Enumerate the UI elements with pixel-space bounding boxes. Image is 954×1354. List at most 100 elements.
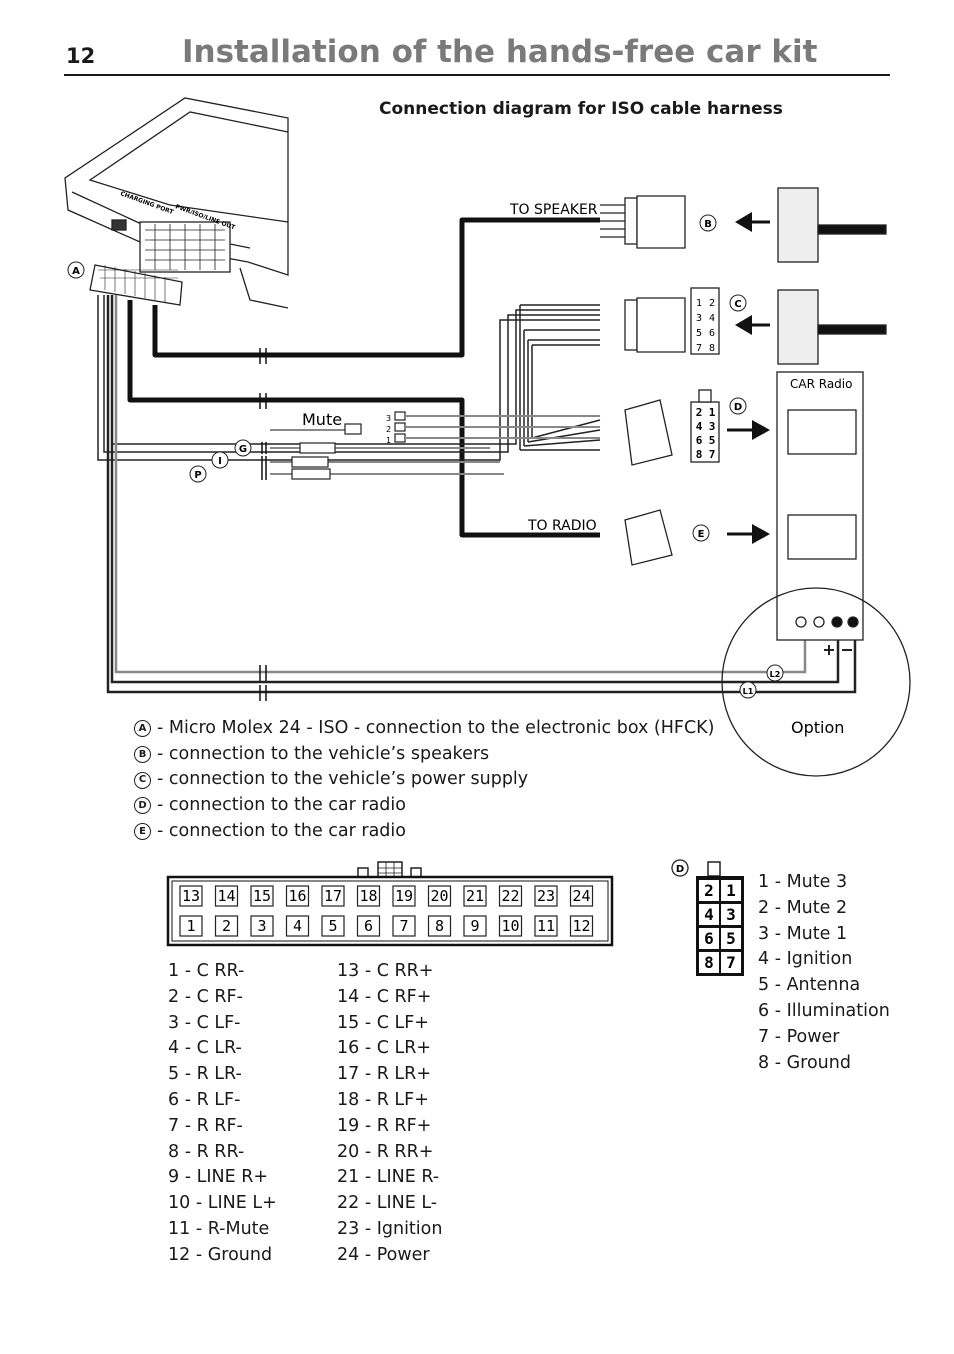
molex-pin-description: 7 - R RF- (168, 1115, 243, 1136)
marker-e: E (698, 529, 705, 540)
molex-pin-number: 6 (364, 917, 373, 935)
molex-pin-cell (179, 885, 203, 907)
molex-pin-number: 3 (257, 917, 266, 935)
iso-d-pin-cell (699, 904, 719, 925)
molex-pin-cell (427, 885, 452, 907)
molex-pin-cell (179, 915, 203, 937)
iso-d-pin-description: 5 - Antenna (758, 975, 861, 996)
legend-text: - connection to the vehicle’s power supp… (157, 769, 529, 790)
molex-pin-cell (321, 915, 345, 937)
marker-c: C (734, 299, 741, 310)
iso-d-pin-number: 6 (704, 929, 714, 948)
connector-c-pins: 1 2 3 4 5 6 7 8 (696, 298, 715, 354)
diagram-title: Connection diagram for ISO cable harness (379, 99, 783, 119)
molex-pin-number: 5 (328, 917, 337, 935)
molex-pin-number: 18 (359, 887, 377, 905)
iso-d-pin-cell (721, 880, 741, 901)
molex-pin-cell (463, 885, 487, 907)
molex-pin-number: 11 (537, 917, 555, 935)
molex-pin-cell (250, 885, 274, 907)
c-pin: 4 (709, 313, 715, 324)
d-pin: 4 (696, 420, 703, 433)
option-wire-l2 (114, 295, 807, 674)
molex-pin-description: 1 - C RR- (168, 961, 245, 981)
molex-pin-cell (285, 885, 310, 907)
iso-d-pin-number: 7 (726, 953, 736, 972)
molex-pin-description: 6 - R LF- (168, 1089, 241, 1110)
page-title: Installation of the hands-free car kit (182, 34, 818, 70)
iso-connector-e-plug (624, 509, 673, 566)
molex-pin-cell (427, 915, 452, 937)
iso-d-pin-description: 2 - Mute 2 (758, 897, 848, 918)
molex-pin-cell (534, 915, 558, 937)
molex-pin-cell (285, 915, 310, 937)
molex-pin-number: 9 (470, 917, 479, 935)
d-pin: 1 (709, 406, 716, 419)
marker-b: B (704, 219, 712, 230)
marker-l2: L2 (770, 670, 781, 679)
marker-d: D (734, 402, 742, 413)
molex-pin-description: 15 - C LF+ (337, 1012, 429, 1033)
legend-item-d: D - connection to the car radio (134, 793, 714, 819)
molex-pin-description: 4 - C LR- (168, 1038, 242, 1059)
mute-connector (270, 411, 600, 443)
molex-pin-description: 11 - R-Mute (168, 1218, 270, 1239)
wiring-diagram: CHARGING PORT PWR/ISO/LINE OUT Mute 3 2 … (64, 97, 911, 777)
c-pin: 2 (709, 298, 715, 309)
d-pin: 2 (696, 406, 703, 419)
iso-d-pin-cell (721, 952, 741, 973)
option-label: Option (791, 718, 844, 737)
molex-pin-cell (498, 915, 523, 937)
molex-pin-description: 3 - C LF- (168, 1012, 241, 1033)
molex-pin-description: 14 - C RF+ (337, 986, 432, 1007)
molex-pin-number: 2 (222, 917, 231, 935)
molex-pin-description: 20 - R RR+ (337, 1141, 434, 1162)
molex-pin-number: 24 (572, 887, 590, 905)
legend-marker-b: B (134, 746, 151, 764)
molex-pin-number: 13 (182, 887, 200, 905)
iso-d-pin-number: 1 (726, 881, 736, 900)
molex-pin-cell (498, 885, 523, 907)
molex-pin-cell (356, 885, 381, 907)
molex-pin-description: 12 - Ground (168, 1244, 273, 1265)
legend-item-b: B - connection to the vehicle’s speakers (134, 742, 714, 768)
molex-pin-description: 13 - C RR+ (337, 961, 434, 981)
molex-pin-description: 24 - Power (337, 1244, 430, 1265)
option-terminals (795, 616, 859, 655)
mute-pin-1: 1 (386, 436, 391, 445)
iso-d-pin-number: 2 (704, 881, 714, 900)
molex-pin-number: 12 (572, 917, 590, 935)
molex-pin-description: 22 - LINE L- (337, 1193, 438, 1214)
arrows (727, 212, 770, 544)
iso-d-pin-number: 3 (726, 905, 736, 924)
c-pin: 8 (709, 343, 715, 354)
molex-pin-description: 21 - LINE R- (337, 1167, 440, 1188)
molex-pin-number: 22 (501, 887, 519, 905)
iso-d-pin-cell (699, 928, 719, 949)
molex-pin-description: 5 - R LR- (168, 1064, 242, 1085)
molex-pin-description: 9 - LINE R+ (168, 1167, 269, 1188)
iso-d-pin-cell (721, 928, 741, 949)
molex-pin-cell (214, 915, 239, 937)
c-pin: 6 (709, 328, 715, 339)
option-wire-l1 (106, 295, 857, 694)
d-pin: 8 (696, 448, 703, 461)
molex-pin-cell (392, 915, 416, 937)
c-pin: 5 (696, 328, 702, 339)
page-number: 12 (66, 44, 96, 68)
legend-item-a: A - Micro Molex 24 - ISO - connection to… (134, 716, 714, 742)
c-pin: 3 (696, 313, 702, 324)
molex-pin-cell (250, 915, 274, 937)
molex-pin-number: 15 (253, 887, 271, 905)
iso-connector-c (624, 287, 720, 355)
legend-text: - connection to the car radio (157, 795, 406, 816)
molex-pin-cell (569, 885, 594, 907)
iso-connector-b (600, 195, 686, 249)
legend-text: - Micro Molex 24 - ISO - connection to t… (157, 718, 715, 738)
c-pin: 1 (696, 298, 702, 309)
molex-pin-description: 16 - C LR+ (337, 1038, 432, 1059)
molex-pin-number: 7 (399, 917, 408, 935)
